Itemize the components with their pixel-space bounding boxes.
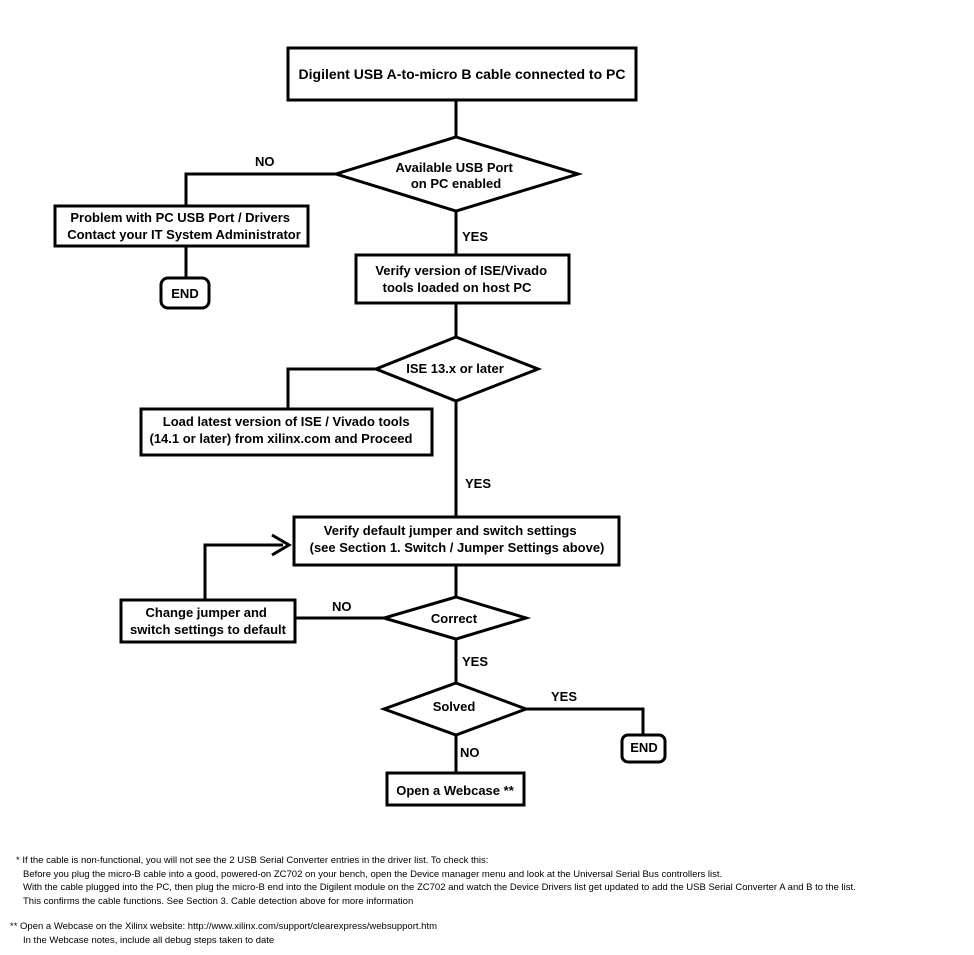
load-latest-line-2: (14.1 or later) from xilinx.com and Proc… — [150, 431, 413, 446]
footnote-1-line-2: Before you plug the micro-B cable into a… — [23, 868, 723, 880]
start-label: Digilent USB A-to-micro B cable connecte… — [299, 66, 626, 82]
solved-question-label: Solved — [433, 699, 476, 714]
change-jumper-label: Change jumper and switch settings to def… — [130, 605, 287, 637]
verify-ise-line-1: Verify version of ISE/Vivado — [375, 263, 547, 278]
edge-label-solved-yes: YES — [551, 689, 577, 704]
usb-question-line-2: on PC enabled — [411, 176, 501, 191]
usb-question-label: Available USB Port on PC enabled — [396, 160, 517, 191]
edge-label-correct-yes: YES — [462, 654, 488, 669]
footnote-2-line-2: In the Webcase notes, include all debug … — [23, 934, 275, 946]
end-box-1 — [159, 276, 211, 310]
edge-change-back — [203, 543, 283, 600]
footnote-2-line-1: ** Open a Webcase on the Xilinx website:… — [10, 921, 437, 932]
load-latest-line-1: Load latest version of ISE / Vivado tool… — [163, 414, 410, 429]
usb-problem-line-2: Contact your IT System Administrator — [67, 227, 301, 242]
webcase-label: Open a Webcase ** — [396, 783, 514, 798]
start-box — [286, 46, 638, 102]
verify-ise-box — [354, 253, 571, 305]
usb-decision — [330, 135, 584, 213]
usb-problem-box — [53, 204, 310, 248]
load-latest-label: Load latest version of ISE / Vivado tool… — [150, 414, 414, 446]
edge-ise-load — [286, 367, 376, 409]
change-jumper-box — [119, 598, 297, 644]
verify-jumper-line-2: (see Section 1. Switch / Jumper Settings… — [310, 540, 605, 555]
ise-question-label: ISE 13.x or later — [406, 361, 504, 376]
change-jumper-line-1: Change jumper and — [146, 605, 267, 620]
end-box-2 — [620, 733, 667, 764]
footnotes: * If the cable is non-functional, you wi… — [10, 854, 966, 947]
footnote-1-line-3: With the cable plugged into the PC, then… — [23, 882, 856, 893]
change-jumper-line-2: switch settings to default — [130, 622, 287, 637]
verify-ise-label: Verify version of ISE/Vivado tools loade… — [375, 263, 550, 295]
usb-problem-line-1: Problem with PC USB Port / Drivers — [70, 210, 290, 225]
verify-jumper-box — [292, 515, 621, 567]
verify-ise-line-2: tools loaded on host PC — [383, 280, 532, 295]
verify-jumper-line-1: Verify default jumper and switch setting… — [324, 523, 577, 538]
correct-decision — [378, 595, 532, 641]
load-latest-box — [139, 407, 434, 457]
edge-label-ise-yes: YES — [465, 476, 491, 491]
edge-label-solved-no: NO — [460, 745, 480, 760]
end-label-2: END — [630, 740, 657, 755]
end-label-1: END — [171, 286, 198, 301]
verify-jumper-label: Verify default jumper and switch setting… — [310, 523, 605, 555]
edge-label-usb-yes: YES — [462, 229, 488, 244]
footnote-1-line-4: This confirms the cable functions. See S… — [23, 895, 414, 907]
solved-decision — [379, 681, 531, 737]
edge-usb-no — [184, 172, 336, 206]
usb-problem-label: Problem with PC USB Port / Drivers Conta… — [67, 210, 301, 242]
correct-question-label: Correct — [431, 611, 478, 626]
edge-solved-yes — [526, 707, 645, 735]
footnote-1-line-1: * If the cable is non-functional, you wi… — [16, 855, 489, 866]
flowchart: Digilent USB A-to-micro B cable connecte… — [53, 46, 667, 807]
webcase-box — [385, 771, 526, 807]
arrowhead — [271, 533, 292, 557]
edge-label-usb-no: NO — [255, 154, 275, 169]
edge-label-correct-no: NO — [332, 599, 352, 614]
ise-decision — [371, 335, 543, 403]
usb-question-line-1: Available USB Port — [396, 160, 514, 175]
